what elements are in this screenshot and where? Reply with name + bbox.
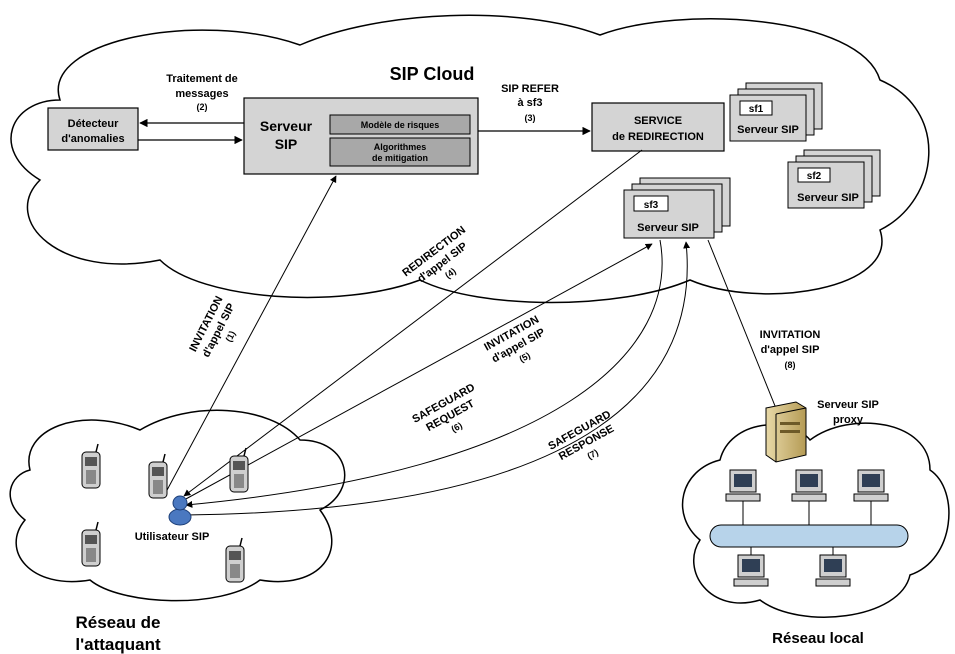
sip-user-label: Utilisateur SIP xyxy=(135,531,210,543)
sf1-label: Serveur SIP xyxy=(737,124,799,136)
refer-label-line2: à sf3 xyxy=(517,97,542,109)
invite1-step: (1) xyxy=(224,329,238,343)
sf2-tag: sf2 xyxy=(807,171,822,182)
invite8-line2: d'appel SIP xyxy=(761,344,820,356)
computer-icon xyxy=(733,547,769,587)
arrow-redirect-4 xyxy=(183,149,643,497)
proxy-line1: Serveur SIP xyxy=(817,399,879,411)
proxy-server-icon xyxy=(765,401,807,463)
sf3-tag: sf3 xyxy=(644,200,659,211)
attacker-network-line2: l'attaquant xyxy=(75,635,161,654)
invite5-step: (5) xyxy=(518,350,532,364)
redirection-line2: de REDIRECTION xyxy=(612,131,704,143)
phone-icon xyxy=(225,537,245,583)
phone-icon xyxy=(229,447,249,493)
user-icon xyxy=(168,495,192,526)
arrow-invite-1 xyxy=(165,175,337,493)
safeguard6-step: (6) xyxy=(450,420,464,434)
sip-server-line2: SIP xyxy=(275,136,298,152)
server-sf3: sf3 Serveur SIP xyxy=(623,177,731,239)
redirection-line1: SERVICE xyxy=(634,115,682,127)
attacker-network-line1: Réseau de xyxy=(75,613,160,632)
arrow-safeguard-6 xyxy=(185,239,663,508)
sf3-label: Serveur SIP xyxy=(637,222,699,234)
mitigation-box xyxy=(329,137,471,167)
phone-icon xyxy=(81,443,101,489)
computer-icon xyxy=(853,469,889,525)
safeguard7-step: (7) xyxy=(586,447,600,461)
refer-step: (3) xyxy=(525,113,536,123)
cloud-title: SIP Cloud xyxy=(390,64,475,84)
redirection-service-box xyxy=(591,102,725,152)
arrow-safeguard-7 xyxy=(185,241,691,516)
invite8-step: (8) xyxy=(785,360,796,370)
detector-line1: Détecteur xyxy=(68,118,119,130)
risk-model-label: Modèle de risques xyxy=(361,120,440,130)
phone-icon xyxy=(81,521,101,567)
mitigation-label-line2: de mitigation xyxy=(372,153,428,163)
refer-label-line1: SIP REFER xyxy=(501,83,559,95)
proxy-line2: proxy xyxy=(833,414,864,426)
processing-step: (2) xyxy=(197,102,208,112)
local-network-cloud xyxy=(681,422,950,618)
server-sf2: sf2 Serveur SIP xyxy=(787,149,881,209)
server-sf1: sf1 Serveur SIP xyxy=(729,82,823,142)
processing-label-line2: messages xyxy=(175,88,228,100)
risk-model-box xyxy=(329,114,471,135)
computer-icon xyxy=(725,469,761,525)
network-bus xyxy=(709,524,909,548)
mitigation-label-line1: Algorithmes xyxy=(374,142,427,152)
anomaly-detector-box xyxy=(47,107,139,151)
invite8-line1: INVITATION xyxy=(760,329,821,341)
arrow-invite-5 xyxy=(183,243,653,501)
computer-icon xyxy=(815,547,851,587)
sf1-tag: sf1 xyxy=(749,104,764,115)
local-network-label: Réseau local xyxy=(772,630,864,647)
computer-icon xyxy=(791,469,827,525)
processing-label-line1: Traitement de xyxy=(166,73,238,85)
sf2-label: Serveur SIP xyxy=(797,192,859,204)
phone-icon xyxy=(148,453,168,499)
sip-server-line1: Serveur xyxy=(260,118,313,134)
detector-line2: d'anomalies xyxy=(61,133,124,145)
